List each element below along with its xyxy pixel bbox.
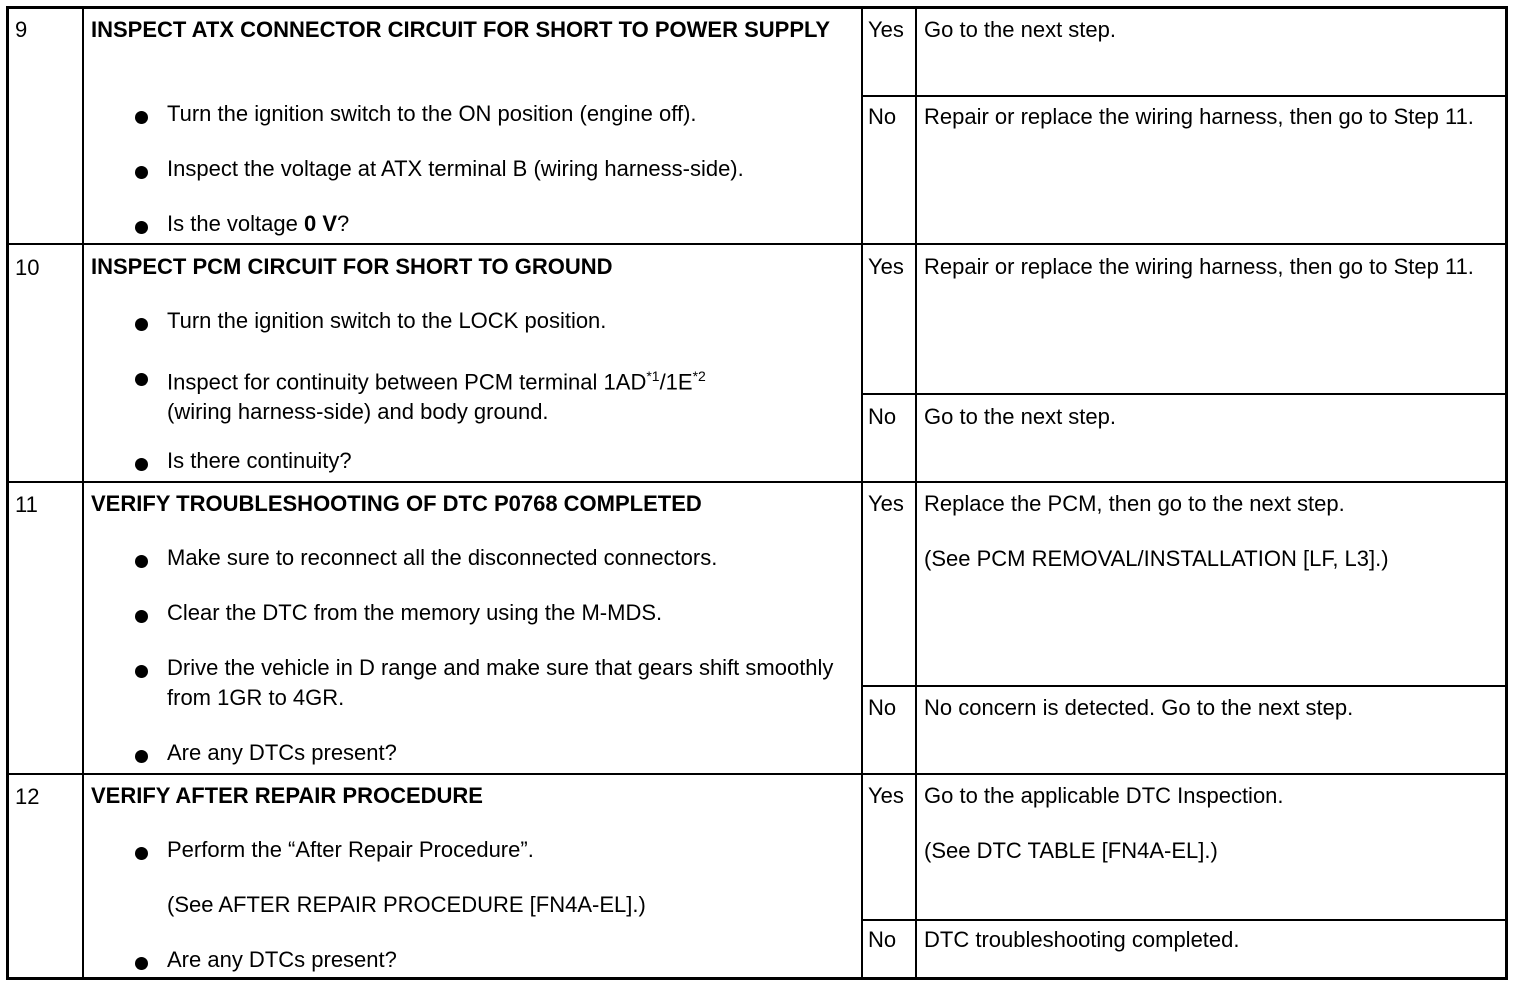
no-label: No	[868, 927, 897, 952]
step-title: VERIFY TROUBLESHOOTING OF DTC P0768 COMP…	[91, 491, 702, 516]
yes-label: Yes	[868, 254, 904, 279]
step-number: 11	[15, 492, 38, 517]
bullet-text: Inspect for continuity between PCM termi…	[167, 369, 647, 395]
step-bullet: Inspect for continuity between PCM termi…	[167, 361, 857, 427]
step-bullet: Turn the ignition switch to the ON posit…	[167, 101, 697, 126]
step-bullet: Perform the “After Repair Procedure”.	[167, 837, 534, 862]
bullet-dot	[135, 458, 148, 471]
column-divider	[82, 9, 84, 977]
bullet-text: (wiring harness-side) and body ground.	[167, 399, 549, 425]
bullet-value: 0 V	[303, 211, 338, 236]
bullet-dot	[135, 373, 148, 386]
yes-no-divider	[861, 919, 1505, 921]
row-divider	[9, 773, 1505, 775]
step-number: 10	[15, 255, 40, 280]
step-title: INSPECT ATX CONNECTOR CIRCUIT FOR SHORT …	[91, 17, 831, 42]
step-bullet: Make sure to reconnect all the disconnec…	[167, 545, 718, 570]
bullet-dot	[135, 111, 148, 124]
step-bullet: Are any DTCs present?	[167, 740, 397, 765]
step-number: 12	[15, 784, 40, 809]
no-label: No	[868, 695, 897, 720]
yes-result: Go to the next step.	[924, 17, 1117, 42]
yes-no-divider	[861, 393, 1505, 395]
bullet-dot	[135, 610, 148, 623]
yes-label: Yes	[868, 17, 904, 42]
no-result: No concern is detected. Go to the next s…	[924, 695, 1354, 720]
bullet-dot	[135, 665, 148, 678]
bullet-dot	[135, 318, 148, 331]
yes-no-divider	[861, 685, 1505, 687]
bullet-dot	[135, 957, 148, 970]
step-bullet: Are any DTCs present?	[167, 947, 397, 972]
bullet-text: Is the voltage	[167, 211, 304, 236]
bullet-text: /1E	[659, 369, 693, 395]
yes-label: Yes	[868, 783, 904, 808]
no-result: DTC troubleshooting completed.	[924, 927, 1240, 952]
bullet-dot	[135, 555, 148, 568]
bullet-text: ?	[337, 211, 350, 236]
bullet-dot	[135, 750, 148, 763]
yes-result: Go to the applicable DTC Inspection.	[924, 783, 1284, 808]
step-number: 9	[15, 17, 28, 42]
yes-reference-link[interactable]: (See DTC TABLE [FN4A-EL].)	[924, 838, 1218, 863]
yes-label: Yes	[868, 491, 904, 516]
step-bullet: Is there continuity?	[167, 448, 352, 473]
row-divider	[9, 481, 1505, 483]
footnote-marker: *1	[646, 368, 660, 384]
step-bullet: Clear the DTC from the memory using the …	[167, 600, 663, 625]
row-divider	[9, 243, 1505, 245]
yes-result: Repair or replace the wiring harness, th…	[924, 254, 1474, 279]
no-result: Repair or replace the wiring harness, th…	[924, 104, 1474, 129]
no-label: No	[868, 404, 897, 429]
yes-reference-link[interactable]: (See PCM REMOVAL/INSTALLATION [LF, L3].)	[924, 546, 1389, 571]
bullet-dot	[135, 847, 148, 860]
bullet-dot	[135, 221, 148, 234]
step-title: VERIFY AFTER REPAIR PROCEDURE	[91, 783, 483, 808]
step-bullet: Inspect the voltage at ATX terminal B (w…	[167, 156, 744, 181]
troubleshooting-table: 9 INSPECT ATX CONNECTOR CIRCUIT FOR SHOR…	[6, 6, 1508, 980]
footnote-marker: *2	[692, 368, 706, 384]
step-bullet: Turn the ignition switch to the LOCK pos…	[167, 308, 607, 333]
yes-result: Replace the PCM, then go to the next ste…	[924, 491, 1345, 516]
no-result: Go to the next step.	[924, 404, 1117, 429]
step-bullet: Is the voltage 0 V?	[167, 209, 857, 239]
column-divider	[915, 9, 917, 977]
step-bullet: Drive the vehicle in D range and make su…	[167, 655, 834, 710]
step-title: INSPECT PCM CIRCUIT FOR SHORT TO GROUND	[91, 254, 613, 279]
bullet-dot	[135, 166, 148, 179]
reference-link[interactable]: (See AFTER REPAIR PROCEDURE [FN4A-EL].)	[167, 892, 646, 917]
column-divider	[861, 9, 863, 977]
yes-no-divider	[861, 95, 1505, 97]
no-label: No	[868, 104, 897, 129]
